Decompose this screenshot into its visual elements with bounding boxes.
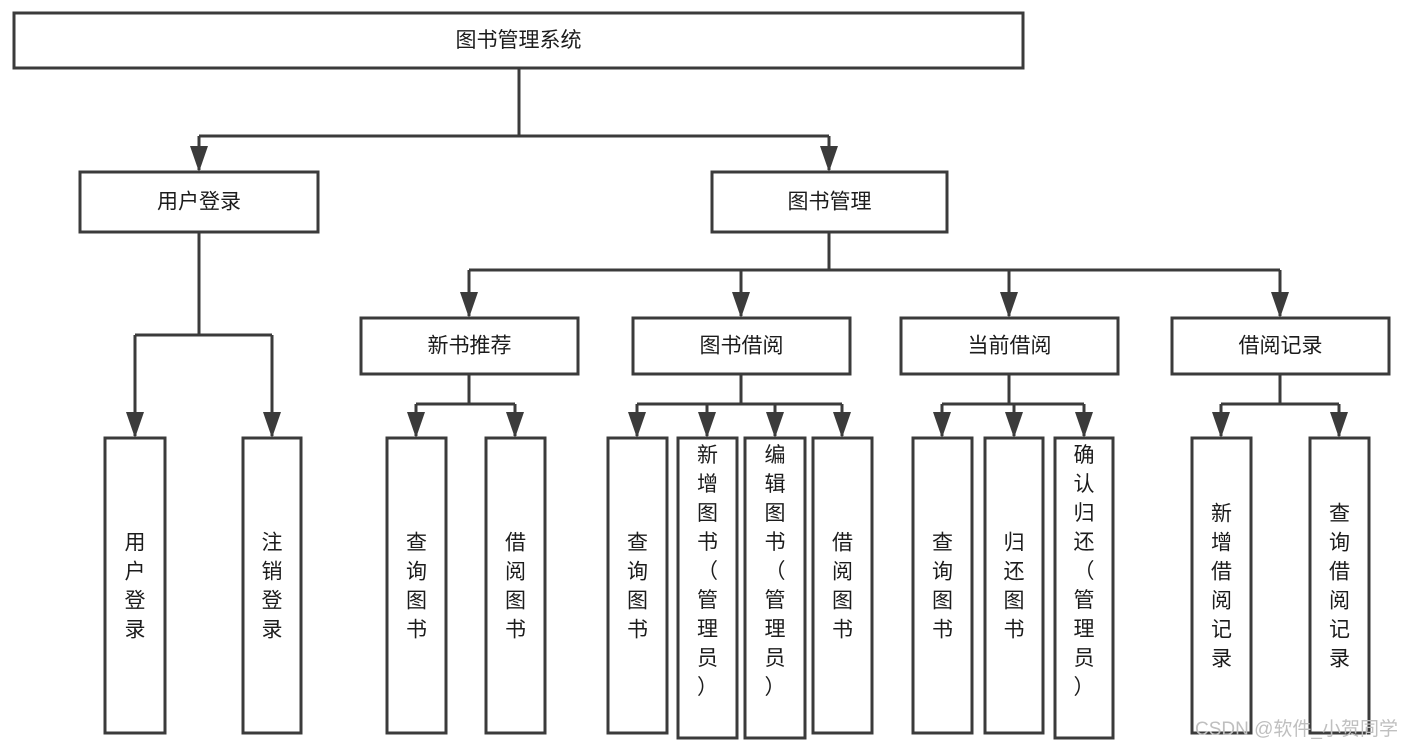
node-label-leaf-query-book-cur: 查询图书 bbox=[932, 532, 953, 642]
node-box-user-login bbox=[78, 170, 320, 234]
node-label-current-borrow: 当前借阅 bbox=[968, 335, 1052, 358]
node-box-leaf-confirm-return bbox=[1053, 436, 1115, 740]
node-label-leaf-user-login: 用户登录 bbox=[125, 532, 146, 642]
arrow-head-icon bbox=[1271, 292, 1289, 318]
arrow-head-icon bbox=[820, 146, 838, 172]
node-label-leaf-query-record: 查询借阅记录 bbox=[1329, 503, 1350, 671]
node-label-leaf-edit-book: 编辑图书（管理员） bbox=[765, 444, 786, 699]
node-label-user-login: 用户登录 bbox=[157, 191, 241, 214]
node-leaf-borrow-book-rec[interactable]: 借阅图书 bbox=[484, 436, 547, 735]
arrow-head-icon bbox=[628, 412, 646, 438]
node-leaf-confirm-return[interactable]: 确认归还（管理员） bbox=[1053, 436, 1115, 740]
node-box-leaf-query-book-rec bbox=[385, 436, 448, 735]
arrow-head-icon bbox=[833, 412, 851, 438]
arrow-head-icon bbox=[698, 412, 716, 438]
node-box-leaf-user-login bbox=[103, 436, 167, 735]
node-leaf-edit-book[interactable]: 编辑图书（管理员） bbox=[743, 436, 807, 740]
arrow-head-icon bbox=[460, 292, 478, 318]
node-box-book-manage bbox=[710, 170, 949, 234]
node-box-current-borrow bbox=[899, 316, 1120, 376]
node-label-leaf-confirm-return: 确认归还（管理员） bbox=[1074, 444, 1095, 699]
node-label-leaf-add-record: 新增借阅记录 bbox=[1211, 503, 1232, 671]
arrow-head-icon bbox=[1000, 292, 1018, 318]
arrow-head-icon bbox=[732, 292, 750, 318]
node-label-book-borrow: 图书借阅 bbox=[700, 335, 784, 358]
node-label-borrow-record: 借阅记录 bbox=[1239, 335, 1323, 358]
node-book-manage[interactable]: 图书管理 bbox=[710, 170, 949, 234]
arrow-head-icon bbox=[1005, 412, 1023, 438]
arrow-head-icon bbox=[766, 412, 784, 438]
node-layer: 图书管理系统用户登录图书管理新书推荐图书借阅当前借阅借阅记录用户登录注销登录查询… bbox=[12, 11, 1391, 740]
arrow-head-icon bbox=[1075, 412, 1093, 438]
arrow-head-icon bbox=[933, 412, 951, 438]
node-box-leaf-query-book-borrow bbox=[606, 436, 669, 735]
node-box-root bbox=[12, 11, 1025, 70]
node-leaf-logout[interactable]: 注销登录 bbox=[241, 436, 303, 735]
node-root[interactable]: 图书管理系统 bbox=[12, 11, 1025, 70]
node-leaf-query-book-cur[interactable]: 查询图书 bbox=[911, 436, 974, 735]
node-leaf-query-book-rec[interactable]: 查询图书 bbox=[385, 436, 448, 735]
node-label-new-book-rec: 新书推荐 bbox=[428, 335, 512, 358]
arrow-head-icon bbox=[1330, 412, 1348, 438]
node-leaf-return-book[interactable]: 归还图书 bbox=[983, 436, 1045, 735]
node-user-login[interactable]: 用户登录 bbox=[78, 170, 320, 234]
arrow-head-icon bbox=[190, 146, 208, 172]
node-label-leaf-borrow-book: 借阅图书 bbox=[832, 532, 853, 642]
node-label-book-manage: 图书管理 bbox=[788, 191, 872, 214]
node-box-leaf-query-book-cur bbox=[911, 436, 974, 735]
arrow-head-icon bbox=[126, 412, 144, 438]
node-leaf-query-book-borrow[interactable]: 查询图书 bbox=[606, 436, 669, 735]
node-label-leaf-return-book: 归还图书 bbox=[1004, 532, 1025, 642]
node-box-leaf-borrow-book bbox=[811, 436, 874, 735]
node-label-leaf-query-book-borrow: 查询图书 bbox=[627, 532, 648, 642]
connector-layer bbox=[126, 68, 1348, 438]
node-box-leaf-query-record bbox=[1308, 436, 1371, 735]
node-leaf-borrow-book[interactable]: 借阅图书 bbox=[811, 436, 874, 735]
arrow-head-icon bbox=[1212, 412, 1230, 438]
node-label-leaf-borrow-book-rec: 借阅图书 bbox=[505, 532, 526, 642]
node-leaf-add-book[interactable]: 新增图书（管理员） bbox=[676, 436, 739, 740]
node-label-leaf-add-book: 新增图书（管理员） bbox=[697, 444, 718, 699]
node-box-leaf-logout bbox=[241, 436, 303, 735]
node-box-borrow-record bbox=[1170, 316, 1391, 376]
node-label-leaf-logout: 注销登录 bbox=[262, 532, 283, 642]
node-box-leaf-edit-book bbox=[743, 436, 807, 740]
arrow-head-icon bbox=[263, 412, 281, 438]
node-box-leaf-add-record bbox=[1190, 436, 1253, 735]
node-leaf-user-login[interactable]: 用户登录 bbox=[103, 436, 167, 735]
node-book-borrow[interactable]: 图书借阅 bbox=[631, 316, 852, 376]
node-new-book-rec[interactable]: 新书推荐 bbox=[359, 316, 580, 376]
node-box-new-book-rec bbox=[359, 316, 580, 376]
arrow-head-icon bbox=[407, 412, 425, 438]
node-label-leaf-query-book-rec: 查询图书 bbox=[406, 532, 427, 642]
node-box-book-borrow bbox=[631, 316, 852, 376]
watermark-label: CSDN @软件_小贺同学 bbox=[1195, 718, 1398, 740]
node-label-root: 图书管理系统 bbox=[456, 29, 582, 52]
node-box-leaf-return-book bbox=[983, 436, 1045, 735]
node-current-borrow[interactable]: 当前借阅 bbox=[899, 316, 1120, 376]
node-box-leaf-add-book bbox=[676, 436, 739, 740]
node-leaf-query-record[interactable]: 查询借阅记录 bbox=[1308, 436, 1371, 735]
node-borrow-record[interactable]: 借阅记录 bbox=[1170, 316, 1391, 376]
node-leaf-add-record[interactable]: 新增借阅记录 bbox=[1190, 436, 1253, 735]
node-box-leaf-borrow-book-rec bbox=[484, 436, 547, 735]
arrow-head-icon bbox=[506, 412, 524, 438]
